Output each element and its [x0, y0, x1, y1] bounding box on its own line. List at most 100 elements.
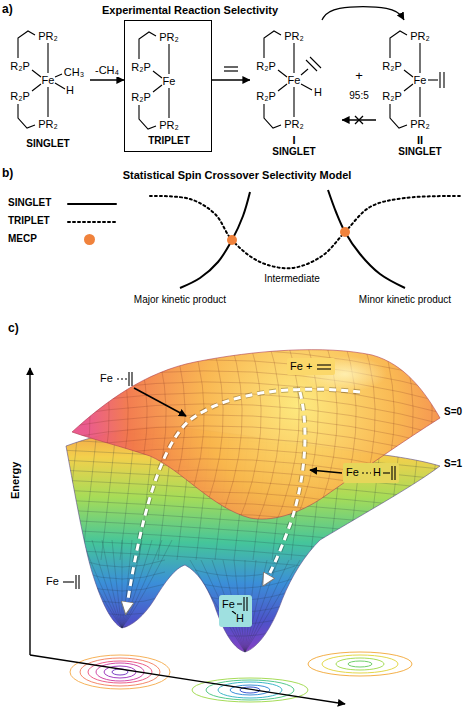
drawn-path: [425, 340, 451, 530]
spin-state-label: SINGLET: [272, 146, 315, 158]
drawn-path: [254, 340, 280, 530]
drawn-path: [195, 578, 295, 588]
drawn-line: [317, 368, 331, 369]
bond-line: [168, 88, 169, 118]
drawn-line: [134, 388, 186, 416]
drawn-path: [121, 340, 147, 530]
drawn-path: [80, 596, 165, 603]
compound-number: I: [292, 134, 295, 147]
drawn-line: [310, 470, 342, 473]
drawn-path: [178, 340, 204, 530]
drawn-line: [394, 466, 395, 480]
atom-label: PR₂: [159, 119, 179, 132]
label-patch: [287, 358, 335, 375]
atom-label: H: [314, 86, 322, 99]
atom-label: PR₂: [284, 118, 304, 131]
mecp-dot: [340, 227, 350, 237]
bond-line: [301, 69, 308, 75]
mecp-dot: [227, 235, 237, 245]
curve-label: Major kinetic product: [134, 294, 226, 306]
chelate-bridge: [390, 31, 407, 58]
drawn-line: [29, 368, 30, 655]
legend-row: SINGLET: [8, 197, 128, 211]
drawn-path: [197, 340, 223, 530]
contour-line: [322, 655, 398, 673]
atom-label: Fe: [288, 74, 301, 87]
chelate-bridge: [264, 104, 281, 128]
chelate-bridge: [139, 105, 156, 129]
bond-line: [293, 87, 294, 117]
drawn-line: [63, 581, 74, 582]
drawn-path: [80, 620, 165, 627]
legend-line: [68, 203, 116, 205]
drawn-path: [126, 389, 360, 612]
blocked-mark: [355, 116, 363, 124]
bond-line: [419, 87, 420, 117]
bond-line: [428, 79, 438, 80]
panel-title: Experimental Reaction Selectivity: [102, 4, 278, 17]
bond-symbols: [63, 365, 395, 614]
drawn-path: [60, 393, 450, 426]
drawing-group: [90, 7, 404, 124]
surface-mesh: [26, 340, 451, 569]
atom-label: Fe: [42, 74, 55, 87]
atom-label: CH₃: [64, 66, 84, 79]
axis-label: Energy: [10, 461, 23, 498]
drawn-line: [128, 372, 129, 386]
bond-line: [443, 72, 444, 88]
atom-label: R₂P: [10, 60, 30, 73]
species-label: H: [373, 466, 381, 479]
drawn-path: [60, 459, 450, 492]
bond-line: [404, 84, 413, 91]
drawn-path: [264, 392, 305, 584]
bond-line: [404, 70, 413, 77]
species-label: Fe: [346, 466, 359, 479]
bond-line: [278, 70, 287, 77]
plus-sign: +: [355, 69, 363, 84]
product-complex: PR₂R₂PFeR₂PPR₂IISINGLET: [376, 20, 464, 162]
contour-line: [80, 658, 160, 686]
chelate-bridge: [390, 104, 407, 128]
panel-letter: c): [8, 322, 19, 336]
drawn-path: [195, 626, 295, 636]
drawn-path: [195, 566, 295, 576]
spin-state-label: SINGLET: [398, 146, 441, 158]
legend-swatch: [84, 234, 95, 245]
atom-label: R₂P: [10, 90, 30, 103]
bond-line: [301, 84, 312, 90]
drawn-path: [60, 550, 450, 580]
curve-label: Minor kinetic product: [359, 294, 451, 306]
drawn-path: [245, 560, 300, 652]
reaction-arrow: [212, 79, 250, 80]
bond-line: [419, 43, 420, 73]
species-label: Fe: [46, 575, 59, 588]
drawn-path: [80, 572, 165, 579]
drawn-line: [117, 378, 127, 379]
chelate-bridge: [18, 31, 35, 58]
legend-text: TRIPLET: [8, 215, 50, 227]
drawn-path: [64, 340, 90, 530]
drawn-path: [60, 349, 450, 382]
surface-label: S=1: [444, 458, 462, 470]
bond-line: [55, 74, 62, 77]
legend-sample: [66, 197, 118, 211]
bond-line: [439, 72, 440, 88]
species-label: H: [236, 612, 244, 625]
panel-title: Statistical Spin Crossover Selectivity M…: [123, 169, 352, 182]
drawn-path: [140, 340, 166, 530]
drawn-path: [60, 371, 450, 404]
atom-label: R₂P: [382, 60, 402, 73]
drawn-path: [443, 420, 459, 560]
drawn-line: [131, 372, 132, 386]
drawn-path: [82, 420, 98, 560]
ethylene-symbol: [224, 67, 238, 71]
atom-label: Fe: [163, 75, 176, 88]
chelate-bridge: [139, 32, 156, 59]
contour-line: [308, 652, 412, 676]
drawn-path: [60, 481, 450, 514]
atom-label: PR₂: [410, 30, 430, 43]
axis: [30, 368, 345, 704]
drawn-path: [63, 420, 79, 560]
